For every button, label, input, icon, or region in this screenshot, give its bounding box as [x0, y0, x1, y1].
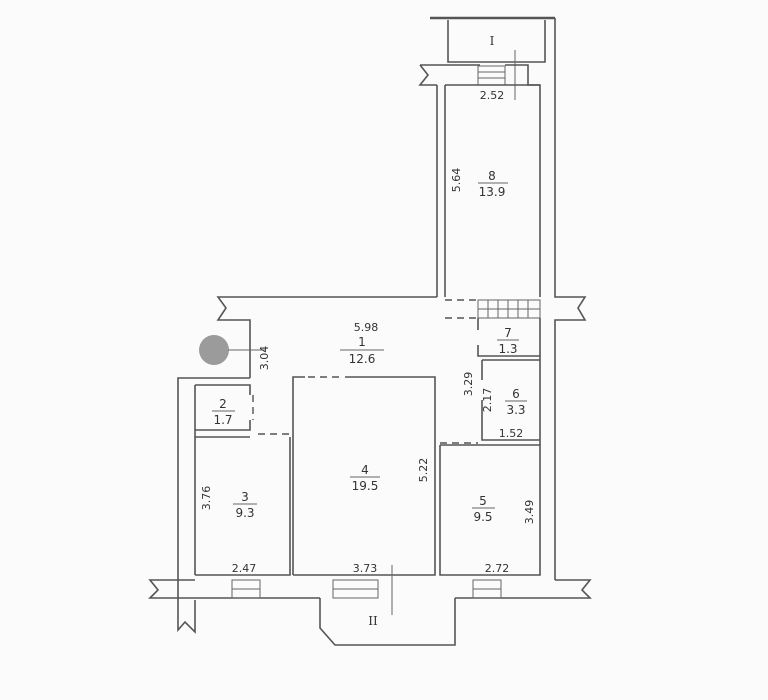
riser-marker-icon [199, 335, 229, 365]
dimension: 5.22 [417, 458, 430, 483]
dimension: 3.29 [462, 372, 475, 397]
dimension: 3.49 [523, 500, 536, 525]
dimension: 2.72 [485, 562, 510, 575]
room-labels: I II 1 12.6 2 1.7 3 9.3 4 19.5 5 9.5 6 3… [212, 34, 527, 628]
stairs [477, 65, 506, 86]
dimension: 5.64 [450, 168, 463, 193]
room-7-stair-grid [477, 299, 541, 319]
dimension: 2.47 [232, 562, 257, 575]
room-number: 1 [358, 335, 366, 349]
dimension: 5.98 [354, 321, 379, 334]
room-area: 3.3 [506, 403, 525, 417]
balcony-ii [319, 598, 456, 646]
room-area: 19.5 [352, 479, 379, 493]
room-area: 9.3 [235, 506, 254, 520]
room-number: 4 [361, 463, 369, 477]
bottom-wall [148, 565, 592, 615]
dimension-labels: 2.52 5.64 5.98 3.04 3.29 2.17 1.52 5.22 … [200, 89, 536, 575]
dimension: 1.52 [499, 427, 524, 440]
balcony-i [430, 16, 555, 100]
room-area: 9.5 [473, 510, 492, 524]
dimension: 2.17 [481, 388, 494, 413]
balcony-label: II [368, 614, 378, 628]
room-number: 3 [241, 490, 249, 504]
balcony-label: I [490, 34, 495, 48]
dimension: 3.04 [258, 346, 271, 371]
room-area: 1.3 [498, 342, 517, 356]
dimension: 2.52 [480, 89, 505, 102]
room-number: 2 [219, 397, 227, 411]
room-number: 8 [488, 169, 496, 183]
room-area: 12.6 [349, 352, 376, 366]
room-area: 1.7 [213, 413, 232, 427]
top-wall [418, 64, 540, 86]
room-area: 13.9 [479, 185, 506, 199]
room-number: 5 [479, 494, 487, 508]
room-number: 6 [512, 387, 520, 401]
dimension: 3.76 [200, 486, 213, 511]
dimension: 3.73 [353, 562, 378, 575]
room-number: 7 [504, 326, 512, 340]
